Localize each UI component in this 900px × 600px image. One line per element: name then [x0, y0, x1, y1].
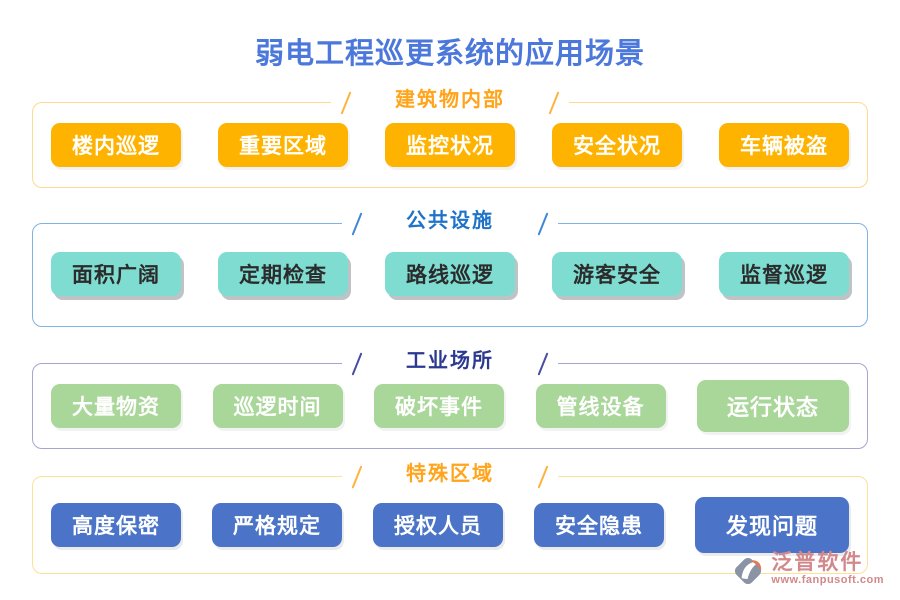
chip-louneixunluo: 楼内巡逻 [51, 123, 181, 167]
chip-jiankongzhuangkuang: 监控状况 [385, 123, 515, 167]
chip-xunluoshijian: 巡逻时间 [212, 384, 343, 428]
section-header: 特殊区域 [342, 463, 558, 489]
section-header: 公共设施 [342, 210, 558, 236]
slash-icon [537, 352, 549, 376]
slash-icon [351, 465, 363, 489]
chip-anquanzhuangkuang: 安全状况 [552, 123, 682, 167]
chip-anquanyinhuan: 安全隐患 [534, 503, 664, 547]
section-header: 工业场所 [342, 350, 558, 376]
slash-icon [537, 212, 549, 236]
brand-text-block: 泛普软件 www.fanpusoft.com [771, 550, 884, 587]
fanpu-logo-icon [730, 553, 766, 594]
section-title: 建筑物内部 [395, 89, 505, 111]
slash-icon [351, 212, 363, 236]
chip-guanxianshebei: 管线设备 [535, 384, 666, 428]
brand-watermark: 泛普软件 www.fanpusoft.com [730, 550, 884, 594]
chip-mianjiguangkuo: 面积广阔 [51, 252, 181, 296]
chip-row: 楼内巡逻 重要区域 监控状况 安全状况 车辆被盗 [51, 123, 849, 167]
section-title: 公共设施 [406, 210, 494, 232]
chip-faxianwenti: 发现问题 [695, 497, 849, 553]
chip-dingqijiancha: 定期检查 [218, 252, 348, 296]
chip-youkeanquan: 游客安全 [552, 252, 682, 296]
section-title: 工业场所 [406, 350, 494, 372]
chip-jianduxunluo: 监督巡逻 [719, 252, 849, 296]
section-header: 建筑物内部 [331, 89, 569, 115]
section-building-interior: 建筑物内部 楼内巡逻 重要区域 监控状况 安全状况 车辆被盗 [32, 90, 868, 188]
slash-icon [351, 352, 363, 376]
chip-yangeguiding: 严格规定 [212, 503, 342, 547]
slash-icon [548, 91, 560, 115]
chip-row: 高度保密 严格规定 授权人员 安全隐患 发现问题 [51, 497, 849, 553]
page-title: 弱电工程巡更系统的应用场景 [254, 38, 645, 70]
brand-url: www.fanpusoft.com [771, 574, 884, 587]
sections-container: 建筑物内部 楼内巡逻 重要区域 监控状况 安全状况 车辆被盗 公共设施 面积广阔… [32, 90, 868, 574]
brand-name: 泛普软件 [771, 550, 864, 574]
section-public-facilities: 公共设施 面积广阔 定期检查 路线巡逻 游客安全 监督巡逻 [32, 211, 868, 327]
chip-shouquanrenyuan: 授权人员 [373, 503, 503, 547]
section-title: 特殊区域 [406, 463, 494, 485]
chip-cheliangbeidao: 车辆被盗 [719, 123, 849, 167]
slash-icon [340, 91, 352, 115]
slash-icon [537, 465, 549, 489]
chip-yunxingzhuangtai: 运行状态 [697, 380, 849, 432]
section-special-areas: 特殊区域 高度保密 严格规定 授权人员 安全隐患 发现问题 [32, 464, 868, 574]
chip-pohuaishijian: 破坏事件 [374, 384, 504, 428]
section-industrial-sites: 工业场所 大量物资 巡逻时间 破坏事件 管线设备 运行状态 [32, 351, 868, 449]
chip-gaodubaomi: 高度保密 [51, 503, 181, 547]
chip-row: 大量物资 巡逻时间 破坏事件 管线设备 运行状态 [51, 380, 849, 432]
chip-daliangwuzi: 大量物资 [51, 384, 181, 428]
chip-row: 面积广阔 定期检查 路线巡逻 游客安全 监督巡逻 [51, 252, 849, 296]
chip-zhongyaoquyu: 重要区域 [218, 123, 348, 167]
chip-luxianxunluo: 路线巡逻 [385, 252, 515, 296]
